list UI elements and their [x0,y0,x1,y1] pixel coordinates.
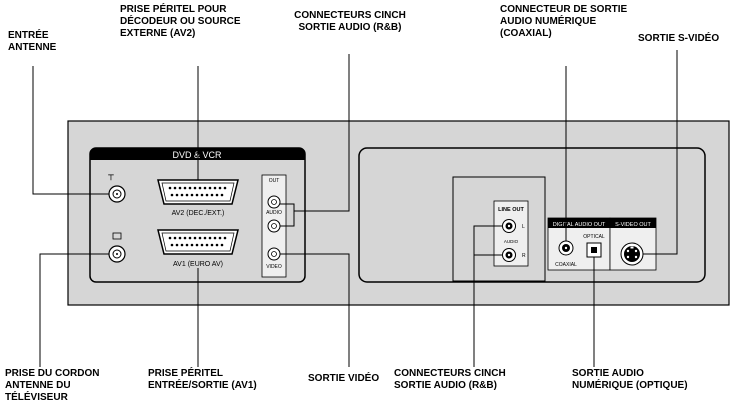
audio-l-jack [267,195,281,209]
digital-audio-header [548,218,610,228]
av1-connector-label: AV1 (EURO AV) [173,261,223,268]
av2-connector-label: AV2 (DEC./EXT.) [172,210,225,217]
svideo-out-label: S-VIDEO OUT [615,222,651,228]
audio-r-jack [267,219,281,233]
svideo-header [610,218,656,228]
r-label: R [522,253,526,259]
label-digital-optical: SORTIE AUDIO NUMÉRIQUE (OPTIQUE) [572,368,688,391]
tv-antenna-jack [108,232,126,263]
leader-tv-antenna [39,253,109,367]
scart-av1-connector [157,229,239,255]
out-label: OUT [269,178,280,184]
optical-label: OPTICAL [583,234,605,240]
label-tv-antenna-cord: PRISE DU CORDON ANTENNE DU TÉLÉVISEUR [5,368,100,403]
line-out-label: LINE OUT [498,207,524,213]
vcr-title: DVD & VCR [172,150,222,160]
l-label: L [522,224,525,230]
line-out-audio-label: AUDIO [504,239,519,244]
label-rca-audio-top: CONNECTEURS CINCH SORTIE AUDIO (R&B) [294,10,406,33]
vcr-video-label: VIDEO [266,264,282,270]
line-out-l-jack [502,219,516,233]
leader-lines [32,50,678,367]
label-scart-av1: PRISE PÉRITEL ENTRÉE/SORTIE (AV1) [148,368,257,391]
vcr-audio-label: AUDIO [266,210,282,216]
tv-symbol-icon [112,232,122,240]
label-rca-audio-bottom: CONNECTEURS CINCH SORTIE AUDIO (R&B) [394,368,506,391]
coaxial-jack [558,240,574,256]
svideo-jack [620,242,644,266]
antenna-symbol-icon: ┬ [107,171,114,181]
line-out-r-jack [502,248,516,262]
optical-jack [586,242,602,258]
leader-svideo [643,50,678,255]
digital-audio-out-label: DIGITAL AUDIO OUT [553,222,606,228]
scart-av2-connector [157,179,239,205]
label-antenna-in: ENTRÉE ANTENNE [8,30,57,53]
label-svideo-out: SORTIE S-VIDÉO [638,33,720,44]
label-scart-av2: PRISE PÉRITEL POUR DÉCODEUR OU SOURCE EX… [120,4,241,39]
label-video-out: SORTIE VIDÉO [308,373,380,384]
label-digital-coaxial: CONNECTEUR DE SORTIE AUDIO NUMÉRIQUE (CO… [500,4,628,39]
leader-antenna-in [32,66,109,195]
coaxial-label: COAXIAL [555,262,577,268]
leader-video-out [280,253,350,367]
leader-rca-audio-top-r [280,211,295,227]
video-out-jack [267,247,281,261]
leader-rca-audio-bottom [473,225,502,367]
